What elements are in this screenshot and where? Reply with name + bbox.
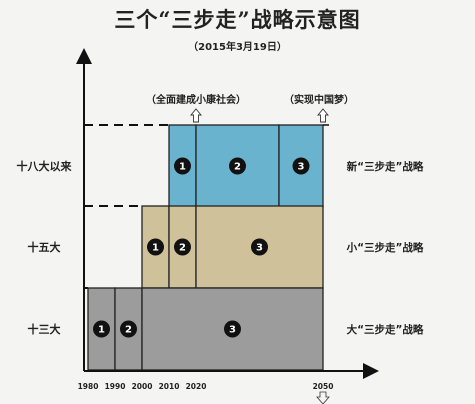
stage-number: 2 (179, 243, 186, 254)
stage-marker (292, 157, 310, 175)
goal-label: （实现中国梦） (284, 93, 354, 106)
row-label: 十八大以来 (17, 159, 73, 173)
x-tick-label: 1990 (105, 382, 126, 391)
stage-marker (174, 238, 191, 256)
stage-marker (147, 238, 164, 256)
down-arrow-icon (316, 391, 330, 404)
x-tick-label: 2050 (313, 382, 334, 391)
stage-number: 1 (179, 162, 186, 173)
x-tick-label: 2010 (159, 382, 180, 391)
stage-number: 3 (256, 243, 263, 254)
row-label: 十五大 (28, 240, 61, 254)
stage-number: 3 (229, 325, 236, 336)
up-arrow-icon (317, 108, 329, 123)
up-arrow-icon (190, 108, 202, 123)
x-tick-label: 2000 (132, 382, 153, 391)
stage-marker (251, 238, 268, 256)
diagram-date: （2015年3月19日） (188, 42, 287, 53)
stage-marker (93, 320, 110, 338)
stage-number: 2 (234, 162, 241, 173)
stage-number: 1 (98, 325, 105, 336)
x-tick-label: 2020 (186, 382, 207, 391)
stage-number: 2 (125, 325, 132, 336)
stage-marker (174, 157, 191, 175)
strategy-name: 大“三步走”战略 (347, 323, 424, 336)
x-tick-label: 1980 (78, 382, 99, 391)
stage-marker (120, 320, 137, 338)
strategy-name: 小“三步走”战略 (346, 241, 424, 254)
stage-marker (224, 320, 241, 338)
stage-number: 1 (152, 243, 159, 254)
row-label: 十三大 (28, 322, 61, 336)
stage-marker (229, 157, 246, 175)
goal-label: （全面建成小康社会） (146, 93, 246, 106)
stage-number: 3 (298, 162, 305, 173)
diagram-title: 三个“三步走”战略示意图 (114, 7, 361, 32)
strategy-name: 新“三步走”战略 (347, 160, 424, 173)
